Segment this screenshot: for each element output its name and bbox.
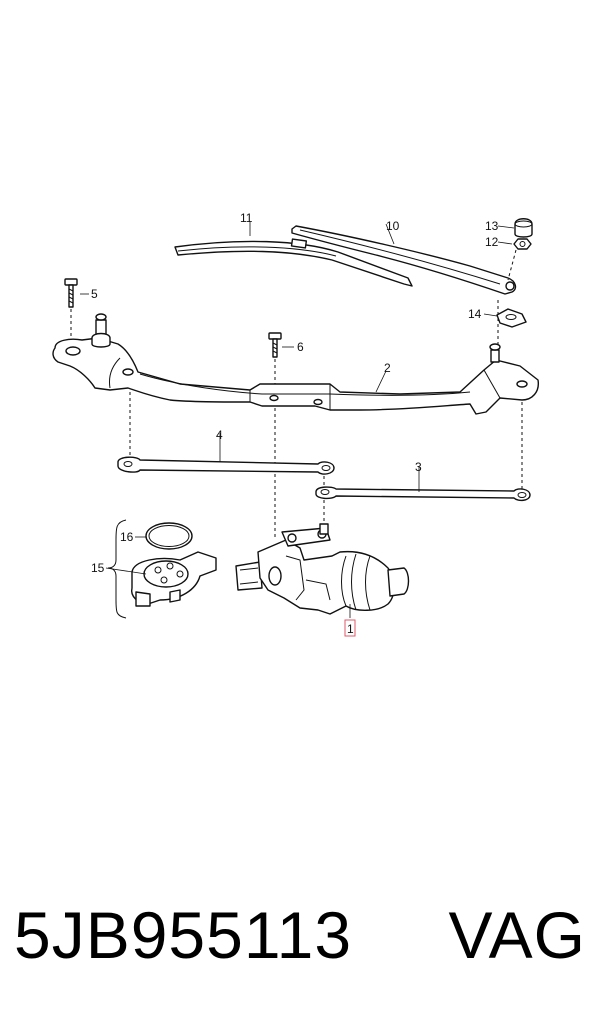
wiper-motor-1	[235, 523, 410, 615]
callout-2: 2	[384, 361, 391, 375]
link-rod-4	[117, 456, 335, 475]
callout-6: 6	[297, 340, 304, 354]
part-footer: 5JB955113 VAG	[14, 890, 586, 980]
leader-lines	[80, 222, 515, 618]
bolt-6	[268, 332, 282, 358]
callout-11: 11	[240, 211, 253, 225]
part-number: 5JB955113	[14, 898, 353, 972]
callout-3: 3	[415, 460, 422, 474]
callout-16: 16	[120, 530, 134, 544]
brand-name: VAG	[448, 898, 586, 972]
link-rod-3	[315, 486, 531, 502]
callout-5: 5	[91, 287, 98, 301]
callout-4: 4	[216, 428, 223, 442]
callout-1: 1	[347, 622, 354, 636]
callout-10: 10	[386, 219, 400, 233]
wiper-arm-10	[291, 225, 517, 295]
callout-13: 13	[485, 219, 499, 233]
sensor-15	[131, 551, 217, 607]
nut-12	[513, 238, 532, 250]
callout-12: 12	[485, 235, 499, 249]
callout-1-highlight	[344, 619, 356, 637]
callout-15: 15	[91, 561, 105, 575]
wiper-blade-11	[174, 238, 413, 287]
o-ring-16	[145, 522, 193, 550]
callout-14: 14	[468, 307, 482, 321]
wiper-assembly-diagram: 11 10 13 12 14 5 6 2 4 3 16 15 1	[52, 211, 539, 637]
bolt-5	[64, 278, 78, 308]
cap-13	[514, 218, 533, 238]
wiper-frame-2	[52, 313, 539, 415]
seal-14	[496, 308, 527, 328]
